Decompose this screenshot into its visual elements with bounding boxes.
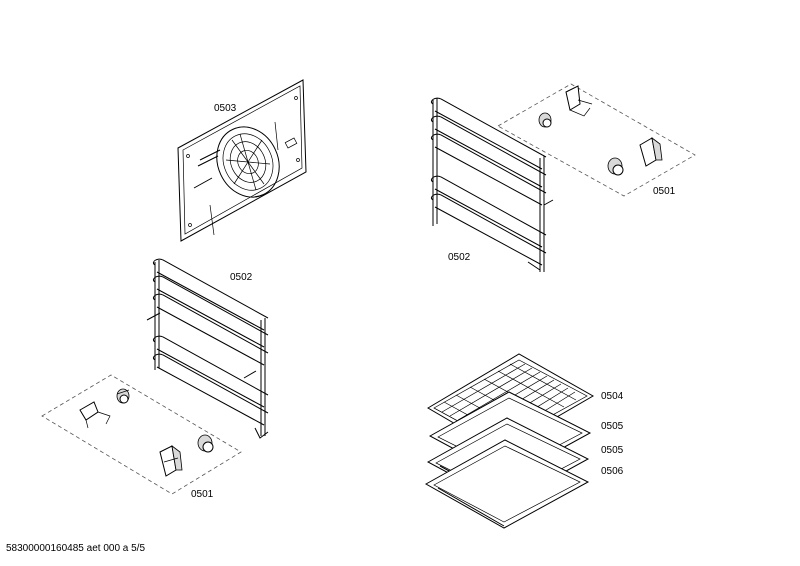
round-clip-icon [116,388,130,404]
clips-set-left [41,374,242,495]
round-clip-icon-right [538,112,552,128]
label-0502-right: 0502 [448,252,471,263]
round-clip-icon-right-2 [607,157,624,176]
footer-code: 58300000160485 aet 000 a 5/5 [6,543,146,554]
baking-tray-3 [424,439,590,529]
bracket-clip-icon-right [565,85,593,117]
fan-cover [216,126,280,198]
label-0503: 0503 [214,103,237,114]
label-0506: 0506 [601,466,624,477]
hook-clip-icon [159,445,183,477]
round-clip-icon-2 [197,434,214,453]
back-panel [177,79,307,242]
label-0505-2: 0505 [601,445,624,456]
hook-clip-icon-right [639,137,663,167]
label-0501-right: 0501 [653,186,676,197]
label-0504: 0504 [601,391,624,402]
label-0502-left: 0502 [230,272,253,283]
side-rail-left [146,258,269,439]
label-0505-1: 0505 [601,421,624,432]
label-0501-left: 0501 [191,489,214,500]
side-rail-right [430,97,554,272]
clips-set-right [497,83,696,197]
bracket-clip-icon [79,401,111,429]
